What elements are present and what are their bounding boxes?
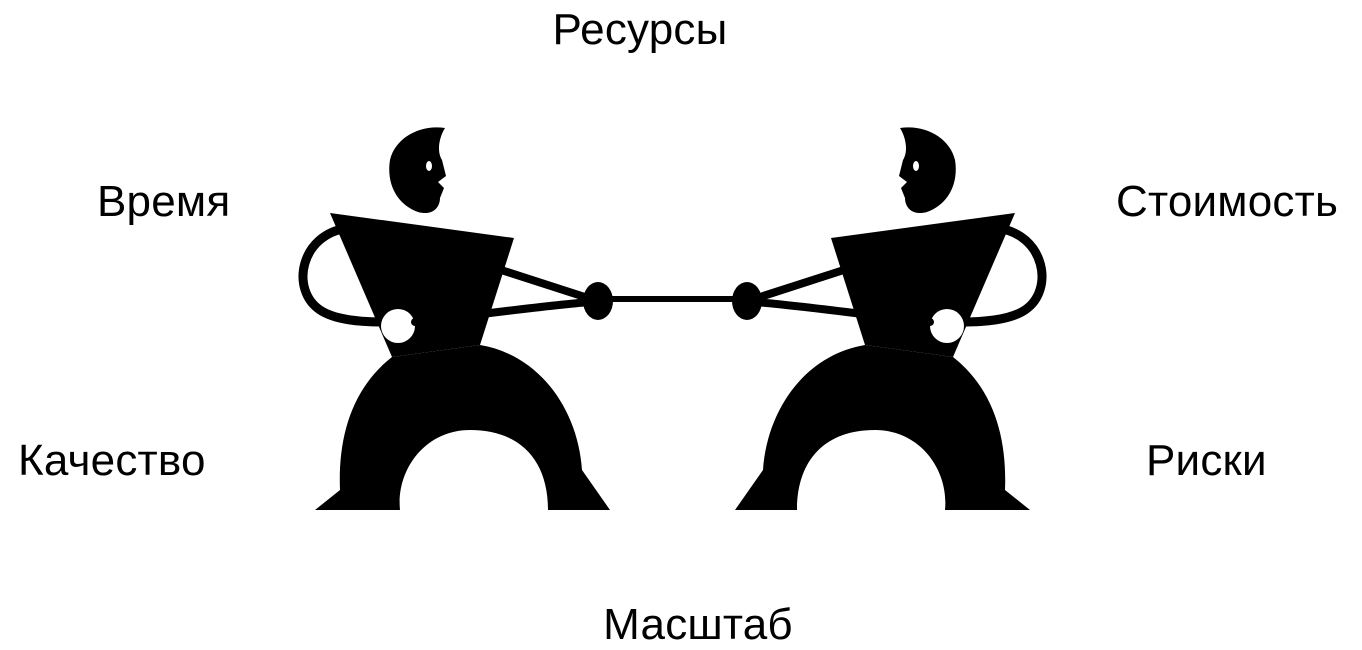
label-resources: Ресурсы [552,5,728,54]
left-person-eye [426,161,432,171]
right-person-torso [831,213,1015,357]
label-quality: Качество [18,436,206,485]
right-person-waist [930,309,964,343]
right-person-head [899,127,956,214]
right-person-legs [735,345,1030,510]
right-person-back-arm [956,223,1047,327]
left-person-front-arm [411,264,594,326]
right-person-front-arm [751,264,934,326]
left-person [298,127,613,510]
left-person-torso [330,213,514,357]
left-person-head [389,127,446,214]
left-person-legs [315,345,610,510]
label-cost: Стоимость [1116,177,1339,226]
right-person [732,127,1047,510]
label-scope: Масштаб [603,600,793,649]
right-person-hand [732,282,762,320]
label-time: Время [97,177,231,226]
right-person-eye [913,161,919,171]
left-person-waist [381,309,415,343]
label-risks: Риски [1146,436,1267,485]
left-person-back-arm [298,223,389,327]
left-person-hand [583,282,613,320]
